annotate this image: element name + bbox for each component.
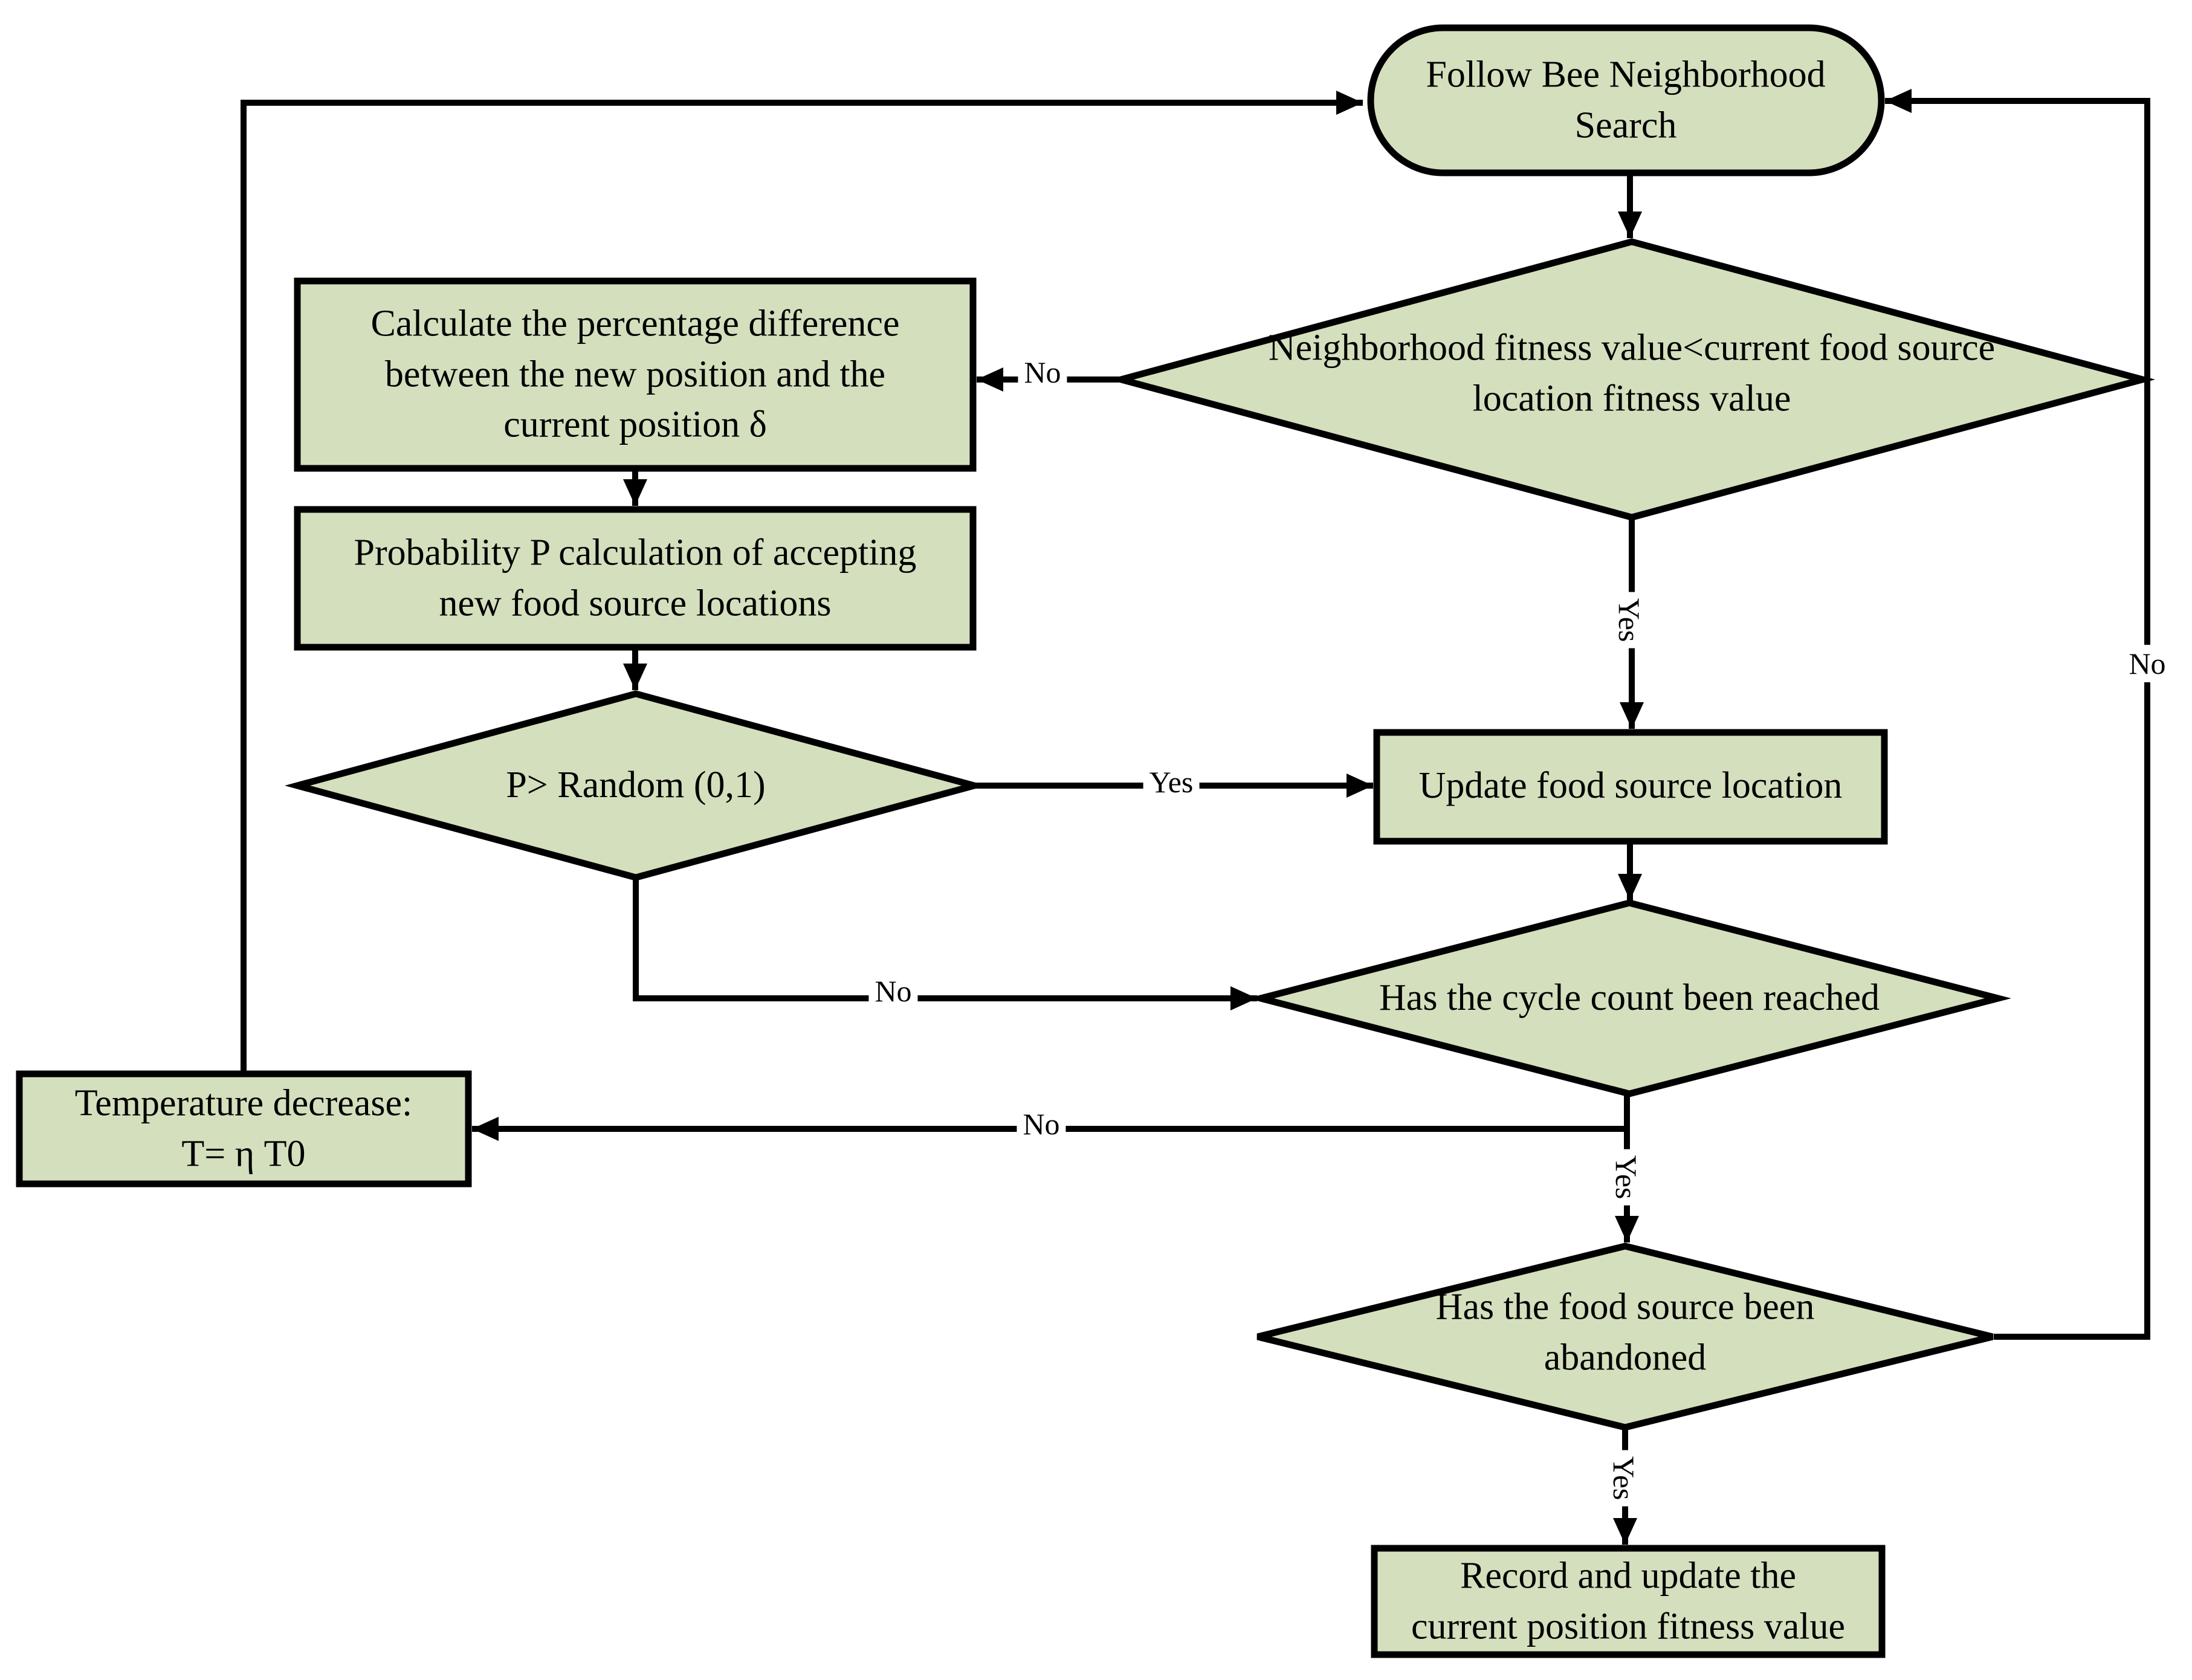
node-abandoned-label: Has the food source been abandoned: [1435, 1286, 1815, 1378]
shapes: [16, 24, 2156, 1658]
node-p-random-shape: [285, 690, 987, 881]
edge-check-no-label: No: [1018, 354, 1067, 391]
edge-random-no: [633, 879, 1257, 1010]
edge-abandoned-no: [1885, 89, 2150, 1340]
node-temperature-label: Temperature decrease: T= η T0: [74, 1082, 413, 1174]
node-prob-calc-label: Probability P calculation of accepting n…: [354, 532, 917, 624]
node-update-food-label: Update food source location: [1418, 765, 1843, 807]
node-check-fitness-shape: [1108, 238, 2156, 521]
connectors: [241, 89, 2150, 1545]
node-follow-bee-shape: [1367, 24, 1885, 176]
edge-cycle-yes-label: Yes: [1608, 1149, 1645, 1206]
node-cycle-count-shape: [1247, 899, 2011, 1097]
node-calc-diff-label: Calculate the percentage difference betw…: [370, 303, 900, 445]
node-calc-diff-shape: [294, 277, 977, 472]
edge-random-yes-label: Yes: [1143, 763, 1200, 801]
node-prob-calc-shape: [294, 506, 977, 651]
node-follow-bee-label: Follow Bee Neighborhood Search: [1426, 54, 1826, 146]
edge-random-no-label: No: [868, 972, 918, 1010]
node-check-fitness-label: Neighborhood fitness value<current food …: [1268, 327, 1996, 419]
edge-temperature-to-follow: [241, 91, 1363, 1073]
edge-check-yes-label: Yes: [1611, 592, 1648, 648]
edge-abandoned-yes-label: Yes: [1605, 1450, 1643, 1507]
node-record-update-label: Record and update the current position f…: [1411, 1555, 1845, 1647]
node-temperature-shape: [16, 1070, 472, 1187]
node-update-food-shape: [1373, 729, 1888, 845]
node-cycle-count-label: Has the cycle count been reached: [1379, 977, 1880, 1019]
edge-cycle-no-label: No: [1017, 1105, 1066, 1143]
node-abandoned-shape: [1256, 1242, 1994, 1431]
node-p-random-label: P> Random (0,1): [506, 764, 766, 806]
node-record-update-shape: [1371, 1545, 1886, 1658]
edge-abandoned-no-label: No: [2122, 645, 2172, 682]
